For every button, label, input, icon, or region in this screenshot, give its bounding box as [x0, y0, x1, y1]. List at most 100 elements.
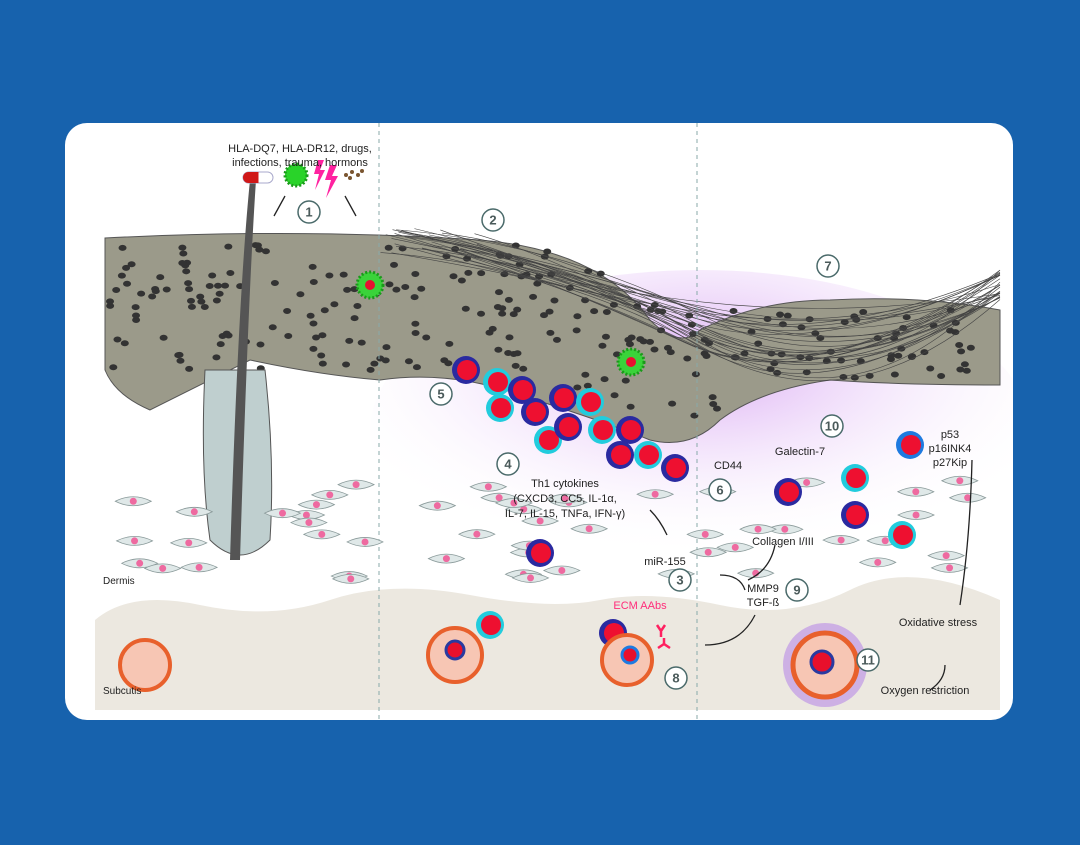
- keratinocyte-nucleus: [308, 263, 317, 270]
- keratinocyte-nucleus: [284, 333, 293, 340]
- keratinocyte-nucleus: [636, 336, 645, 343]
- keratinocyte-nucleus: [645, 338, 654, 345]
- keratinocyte-nucleus: [966, 344, 975, 351]
- blood-vessel: [600, 633, 654, 687]
- fibroblast: [686, 529, 725, 540]
- keratinocyte-nucleus: [666, 349, 675, 356]
- keratinocyte-nucleus: [309, 320, 318, 327]
- immune-cell: [534, 426, 562, 454]
- keratinocyte-nucleus: [186, 297, 195, 304]
- keratinocyte-nucleus: [112, 286, 121, 293]
- keratinocyte-nucleus: [268, 324, 277, 331]
- step-number: 7: [824, 259, 831, 274]
- step-marker: 7: [816, 254, 840, 278]
- keratinocyte-nucleus: [159, 334, 168, 341]
- keratinocyte-nucleus: [411, 320, 420, 327]
- step-number: 9: [793, 583, 800, 598]
- keratinocyte-nucleus: [529, 293, 538, 300]
- arrow-icon: [273, 195, 973, 691]
- step-number: 2: [489, 213, 496, 228]
- immune-cell: [554, 413, 582, 441]
- keratinocyte-nucleus: [410, 294, 419, 301]
- keratinocyte-nucleus: [708, 394, 717, 401]
- tgf-label: TGF-ß: [747, 597, 780, 609]
- fibroblast: [896, 486, 935, 497]
- lightning-icon: [314, 160, 338, 198]
- keratinocyte-nucleus: [109, 364, 118, 371]
- fibroblast: [822, 535, 861, 545]
- fibroblast: [115, 536, 154, 546]
- step-marker: 1: [297, 200, 321, 224]
- keratin-fiber: [433, 245, 1001, 379]
- keratinocyte-nucleus: [839, 373, 848, 380]
- keratinocyte-nucleus: [533, 280, 542, 287]
- galectin-label: Galectin-7: [775, 446, 825, 458]
- keratinocyte-nucleus: [106, 298, 115, 305]
- fibroblast: [180, 562, 218, 573]
- keratin-fiber: [395, 234, 1001, 365]
- keratinocyte-nucleus: [440, 357, 449, 364]
- immune-cell: [841, 501, 869, 529]
- fibroblast: [736, 568, 775, 579]
- step-number: 6: [716, 483, 723, 498]
- keratinocyte-nucleus: [602, 309, 611, 316]
- keratinocyte-nucleus: [215, 290, 224, 297]
- th1-line: IL-7, IL-15, TNFa, IFN-γ): [505, 508, 625, 520]
- keratin-fiber: [452, 250, 1001, 359]
- fibroblast: [143, 563, 182, 574]
- keratinocyte-nucleus: [540, 312, 549, 319]
- keratinocyte-nucleus: [339, 271, 348, 278]
- keratinocyte-nucleus: [590, 308, 599, 315]
- immune-cell: [888, 521, 916, 549]
- th1-line: (CXCD3, CC5, IL-1α,: [513, 493, 617, 505]
- keratinocyte-nucleus: [330, 301, 339, 308]
- keratinocyte-nucleus: [890, 371, 899, 378]
- keratinocyte-nucleus: [783, 312, 792, 319]
- antibody-icon: [655, 624, 671, 650]
- keratinocyte-nucleus: [208, 272, 217, 279]
- keratinocyte-nucleus: [318, 360, 327, 367]
- keratin-fiber: [431, 241, 1001, 325]
- keratinocyte-nucleus: [200, 304, 209, 311]
- dermis-label: Dermis: [103, 576, 135, 587]
- keratinocyte-nucleus: [106, 302, 115, 309]
- keratinocyte-nucleus: [127, 261, 136, 268]
- keratinocyte-nucleus: [401, 283, 410, 290]
- keratinocyte-nucleus: [729, 307, 738, 314]
- p27-label: p27Kip: [933, 457, 967, 469]
- keratinocyte-nucleus: [261, 248, 270, 255]
- immune-cell: [896, 431, 924, 459]
- immune-cell: [576, 388, 604, 416]
- keratinocyte-nucleus: [353, 303, 362, 310]
- keratinocyte-nucleus: [494, 289, 503, 296]
- keratinocyte-nucleus: [550, 297, 559, 304]
- keratinocyte-nucleus: [926, 365, 935, 372]
- fibroblast: [297, 499, 336, 510]
- keratinocyte-nucleus: [511, 362, 520, 369]
- immune-cell: [483, 368, 511, 396]
- keratinocyte-nucleus: [545, 308, 554, 315]
- keratinocyte-nucleus: [650, 346, 659, 353]
- keratinocyte-nucleus: [196, 293, 205, 300]
- keratinocyte-nucleus: [937, 372, 946, 379]
- step-number: 5: [437, 387, 444, 402]
- step-marker: 10: [820, 414, 844, 438]
- keratin-fiber: [394, 243, 1001, 320]
- fibroblast: [927, 550, 966, 561]
- step-marker: 8: [664, 666, 688, 690]
- keratinocyte-nucleus: [185, 365, 194, 372]
- keratinocyte-nucleus: [816, 335, 825, 342]
- keratin-fiber: [421, 247, 1001, 363]
- immune-cell: [634, 441, 662, 469]
- step-number: 3: [676, 573, 683, 588]
- keratinocyte-nucleus: [309, 345, 318, 352]
- fibroblast: [948, 492, 987, 503]
- subcutis-layer: [95, 577, 1000, 710]
- immune-cell: [526, 539, 554, 567]
- keratinocyte-nucleus: [212, 354, 221, 361]
- immune-cell: [476, 611, 504, 639]
- immune-cell: [606, 441, 634, 469]
- keratinocyte-nucleus: [477, 270, 486, 277]
- keratinocyte-nucleus: [309, 279, 318, 286]
- fibroblast: [542, 565, 581, 576]
